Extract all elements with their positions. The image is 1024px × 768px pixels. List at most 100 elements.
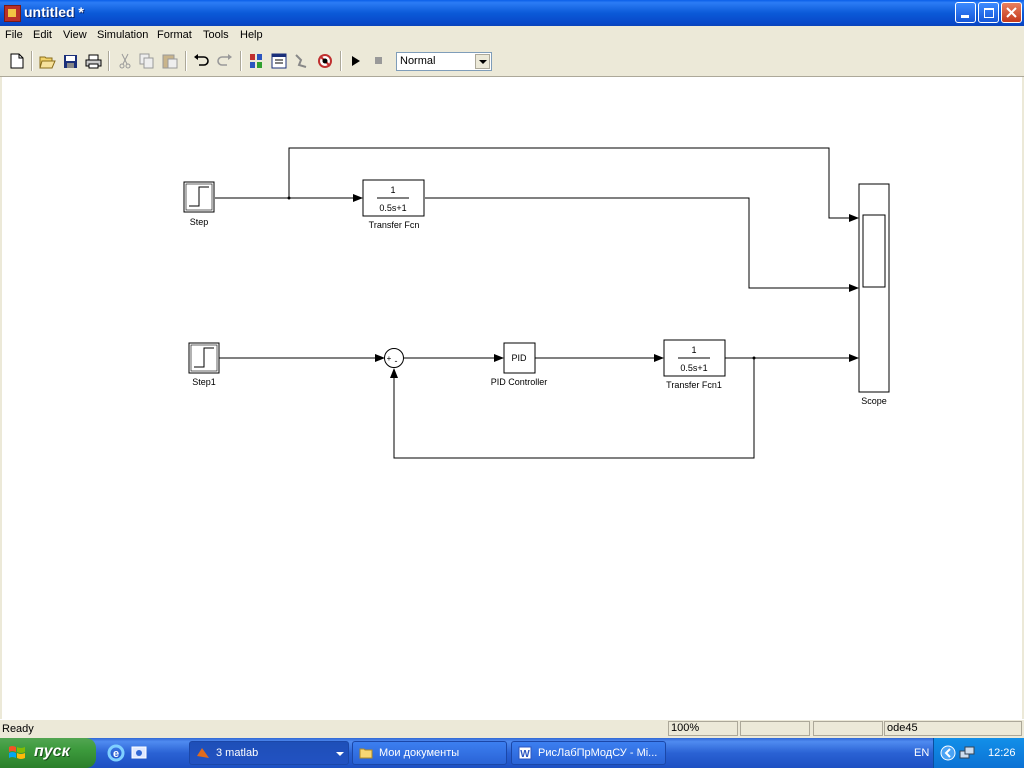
connect-button[interactable] — [293, 52, 311, 70]
pid-text: PID — [511, 353, 527, 363]
menu-file[interactable]: File — [5, 29, 23, 41]
sum-block[interactable]: + - — [384, 348, 404, 368]
zoom-level: 100% — [668, 721, 738, 736]
transfer-fcn1-block[interactable]: 1 0.5s+1 Transfer Fcn1 — [663, 339, 726, 390]
library-icon — [250, 54, 262, 68]
toolbar — [0, 46, 1024, 77]
status-text: Ready — [2, 723, 34, 735]
step-block[interactable]: Step — [183, 181, 215, 227]
open-button[interactable] — [38, 52, 56, 70]
scope-label: Scope — [861, 396, 887, 406]
cut-icon — [119, 53, 131, 69]
chevron-down-icon[interactable] — [475, 54, 490, 69]
stop-simulation-button[interactable] — [370, 52, 388, 70]
sum-plus-sign: + — [387, 354, 392, 363]
debug-icon — [318, 54, 332, 68]
signal-step-to-scope — [288, 147, 859, 222]
windows-flag-icon — [9, 746, 25, 759]
minimize-icon — [961, 15, 969, 18]
simulink-app-icon[interactable] — [4, 5, 21, 22]
task-word-document-label: РисЛабПрМодСУ - Mi... — [538, 747, 658, 759]
matlab-icon — [197, 748, 209, 758]
start-simulation-button[interactable] — [347, 52, 365, 70]
show-desktop-icon — [131, 746, 147, 759]
menu-help[interactable]: Help — [240, 29, 263, 41]
save-icon — [63, 54, 77, 68]
step1-block[interactable]: Step1 — [188, 342, 220, 387]
simulation-mode-select[interactable]: Normal — [396, 52, 492, 71]
task-word-document[interactable]: W РисЛабПрМодСУ - Mi... — [511, 741, 666, 765]
window-title: untitled * — [24, 4, 84, 20]
paste-button[interactable] — [161, 52, 179, 70]
ie-quicklaunch[interactable]: e — [107, 744, 125, 762]
tf-numerator: 1 — [390, 185, 395, 195]
stop-icon — [375, 57, 382, 64]
open-icon — [38, 56, 56, 68]
task-my-documents-label: Мои документы — [379, 747, 460, 759]
task-matlab[interactable]: 3 matlab — [189, 741, 349, 765]
model-explorer-icon — [271, 53, 287, 69]
tf-denominator: 0.5s+1 — [379, 203, 406, 213]
maximize-button[interactable] — [978, 2, 999, 23]
copy-button[interactable] — [138, 52, 156, 70]
minimize-button[interactable] — [955, 2, 976, 23]
menu-simulation[interactable]: Simulation — [97, 29, 149, 41]
tray-expand-icon[interactable] — [940, 745, 956, 761]
svg-text:W: W — [520, 749, 530, 760]
model-explorer-button[interactable] — [270, 52, 288, 70]
redo-button[interactable] — [215, 52, 233, 70]
pid-label: PID Controller — [491, 377, 548, 387]
signal-tf-to-scope — [425, 197, 859, 292]
copy-icon — [139, 53, 154, 69]
new-model-button[interactable] — [8, 52, 26, 70]
save-button[interactable] — [61, 52, 79, 70]
connect-icon — [295, 54, 307, 68]
task-my-documents[interactable]: Мои документы — [352, 741, 507, 765]
tf1-label: Transfer Fcn1 — [666, 380, 722, 390]
branch-point — [752, 356, 756, 360]
step-label: Step — [190, 217, 209, 227]
undo-button[interactable] — [192, 52, 210, 70]
transfer-fcn-block[interactable]: 1 0.5s+1 Transfer Fcn — [362, 179, 425, 230]
branch-point — [287, 196, 291, 200]
internet-explorer-icon: e — [107, 744, 125, 762]
redo-icon — [216, 54, 232, 66]
new-icon — [10, 53, 24, 69]
model-canvas[interactable]: Step 1 0.5s+1 Transfer Fcn Step1 + - PID — [0, 77, 1024, 719]
solver-name: ode45 — [884, 721, 1022, 736]
taskbar: пуск e 3 matlab Мои документы W РисЛабПр… — [0, 738, 1024, 768]
menu-edit[interactable]: Edit — [33, 29, 52, 41]
menu-format[interactable]: Format — [157, 29, 192, 41]
clock[interactable]: 12:26 — [988, 747, 1016, 759]
simulation-mode-value: Normal — [400, 55, 436, 67]
tf-label: Transfer Fcn — [369, 220, 420, 230]
folder-icon — [359, 748, 373, 759]
signal-feedback — [390, 358, 755, 459]
status-cell — [813, 721, 883, 736]
status-bar: Ready 100% ode45 — [0, 720, 1024, 738]
start-label: пуск — [34, 743, 70, 760]
tf1-denominator: 0.5s+1 — [680, 363, 707, 373]
network-icon[interactable] — [959, 745, 975, 761]
tf1-numerator: 1 — [691, 345, 696, 355]
start-button[interactable]: пуск — [0, 738, 96, 768]
debug-button[interactable] — [316, 52, 334, 70]
language-indicator[interactable]: EN — [914, 747, 930, 759]
close-button[interactable] — [1001, 2, 1022, 23]
print-button[interactable] — [84, 52, 102, 70]
sum-minus-sign: - — [395, 356, 398, 366]
menu-bar: File Edit View Simulation Format Tools H… — [0, 26, 1024, 46]
menu-tools[interactable]: Tools — [203, 29, 229, 41]
scope-block[interactable]: Scope — [858, 183, 890, 406]
desktop-quicklaunch[interactable] — [130, 744, 148, 762]
play-icon — [352, 56, 360, 66]
library-browser-button[interactable] — [247, 52, 265, 70]
pid-controller-block[interactable]: PID PID Controller — [491, 342, 548, 387]
status-cell — [740, 721, 810, 736]
menu-view[interactable]: View — [63, 29, 87, 41]
cut-button[interactable] — [116, 52, 134, 70]
block-diagram: Step 1 0.5s+1 Transfer Fcn Step1 + - PID — [183, 147, 890, 459]
restore-icon — [984, 8, 994, 18]
word-icon: W — [518, 746, 532, 760]
title-bar: untitled * — [0, 0, 1024, 26]
